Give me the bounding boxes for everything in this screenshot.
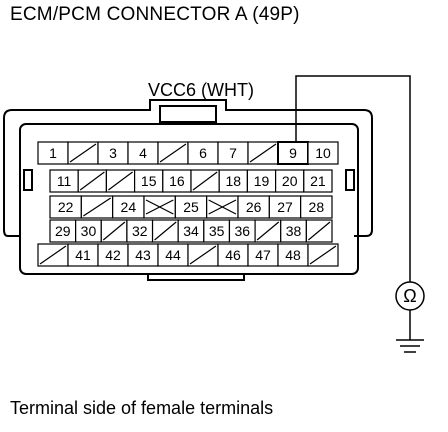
empty-terminal-slash: [249, 143, 277, 163]
terminal-number: 19: [254, 173, 270, 189]
terminal-cell: [300, 195, 333, 219]
empty-terminal-slash: [256, 221, 280, 241]
empty-terminal-slash: [189, 245, 217, 265]
terminal-number: 1: [49, 145, 57, 161]
empty-terminal-slash: [108, 171, 133, 191]
terminal-number: 38: [286, 223, 302, 239]
terminal-number: 47: [255, 247, 271, 263]
empty-terminal-slash: [79, 171, 105, 191]
terminal-number: 43: [135, 247, 151, 263]
terminal-number: 18: [226, 173, 242, 189]
terminal-number: 15: [141, 173, 157, 189]
terminal-number: 9: [289, 145, 297, 161]
terminal-number: 48: [285, 247, 301, 263]
empty-terminal-slash: [83, 197, 111, 217]
terminal-number: 46: [225, 247, 241, 263]
empty-terminal-cross: [145, 199, 174, 215]
diagram-title: ECM/PCM CONNECTOR A (49P): [10, 4, 300, 25]
terminal-cell: [307, 141, 339, 165]
terminal-number: 35: [209, 223, 225, 239]
empty-terminal-slash: [102, 221, 126, 241]
terminal-number: 34: [183, 223, 199, 239]
empty-terminal-slash: [192, 171, 218, 191]
connector-housing: [3, 99, 373, 281]
terminal-number: 3: [109, 145, 117, 161]
empty-terminal-slash: [69, 143, 97, 163]
terminal-number: 16: [169, 173, 185, 189]
ohm-glyph: Ω: [403, 286, 416, 306]
terminal-number: 25: [183, 199, 199, 215]
terminal-number: 44: [165, 247, 181, 263]
terminal-number: 21: [310, 173, 326, 189]
terminal-number: 26: [246, 199, 262, 215]
empty-terminal-slash: [309, 245, 337, 265]
empty-terminal-slash: [307, 221, 331, 241]
empty-terminal-slash: [154, 221, 177, 241]
empty-terminal-cross: [208, 199, 237, 215]
empty-terminal-slash: [39, 245, 67, 265]
terminal-number: 4: [139, 145, 147, 161]
terminal-number: 28: [309, 199, 325, 215]
terminal-number: 20: [282, 173, 298, 189]
terminal-cell: [303, 169, 333, 193]
terminal-number: 24: [121, 199, 137, 215]
terminal-number: 30: [81, 223, 97, 239]
terminal-number: 27: [277, 199, 293, 215]
ohmmeter-symbol: [395, 281, 425, 311]
diagram-caption: Terminal side of female terminals: [10, 398, 274, 418]
terminal-number: 7: [229, 145, 237, 161]
terminal-number: 41: [75, 247, 91, 263]
test-wire: [295, 75, 424, 353]
terminal-number: 22: [58, 199, 74, 215]
wire-label: VCC6 (WHT): [148, 80, 254, 100]
terminal-number: 10: [315, 145, 331, 161]
terminal-number: 11: [57, 173, 72, 189]
empty-terminal-slash: [159, 143, 187, 163]
terminal-number: 32: [132, 223, 148, 239]
terminal-number: 6: [199, 145, 207, 161]
terminal-number: 36: [234, 223, 250, 239]
terminal-number: 29: [55, 223, 71, 239]
terminal-number: 42: [105, 247, 121, 263]
